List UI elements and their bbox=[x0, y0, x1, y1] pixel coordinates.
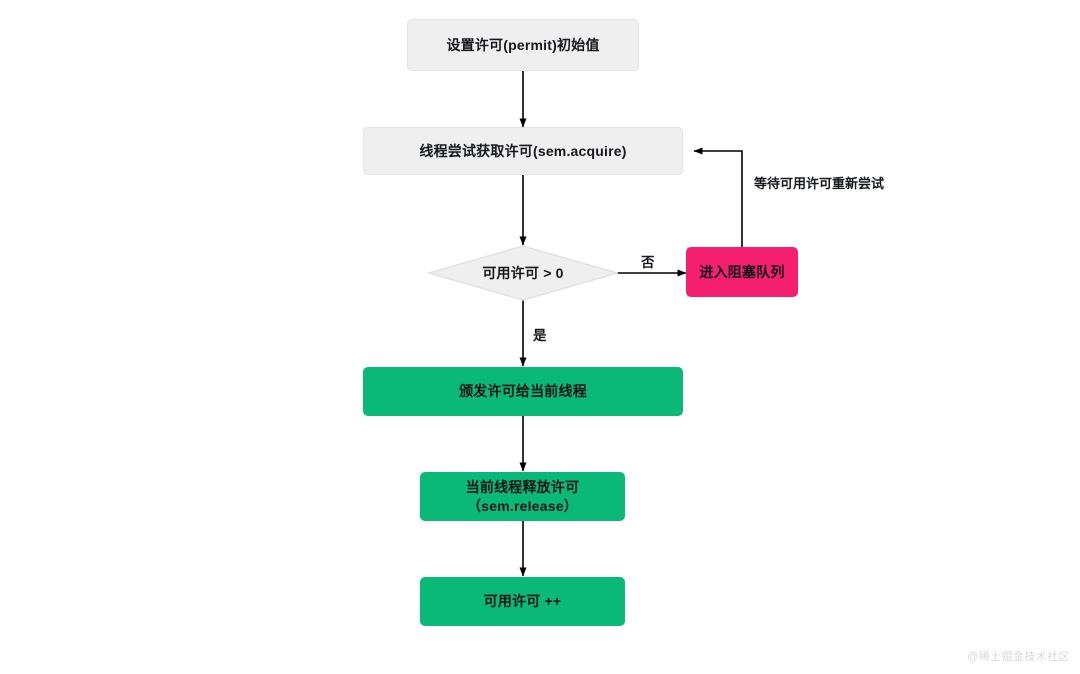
node-enter-blocking-queue[interactable]: 进入阻塞队列 bbox=[686, 247, 798, 297]
watermark: @稀土掘金技术社区 bbox=[967, 651, 1070, 663]
node-label: 颁发许可给当前线程 bbox=[459, 383, 587, 400]
node-label: 当前线程释放许可（sem.release） bbox=[465, 479, 580, 514]
node-label: 可用许可 ++ bbox=[483, 593, 562, 610]
edge-label-yes: 是 bbox=[533, 328, 547, 343]
node-decision-available-permits[interactable]: 可用许可 > 0 bbox=[428, 245, 618, 301]
node-grant-permit[interactable]: 颁发许可给当前线程 bbox=[363, 367, 683, 416]
node-label: 线程尝试获取许可(sem.acquire) bbox=[419, 142, 627, 159]
node-thread-acquire-permit[interactable]: 线程尝试获取许可(sem.acquire) bbox=[363, 127, 683, 175]
edge-block-to-acquire bbox=[693, 147, 743, 247]
node-label: 设置许可(permit)初始值 bbox=[446, 36, 600, 53]
node-set-permit-initial-value[interactable]: 设置许可(permit)初始值 bbox=[407, 19, 639, 71]
diamond-shape bbox=[428, 245, 618, 301]
node-label: 进入阻塞队列 bbox=[699, 263, 785, 280]
node-increment-permits[interactable]: 可用许可 ++ bbox=[420, 577, 625, 626]
edge-label-wait-retry: 等待可用许可重新尝试 bbox=[754, 176, 885, 191]
node-release-permit[interactable]: 当前线程释放许可（sem.release） bbox=[420, 472, 625, 521]
edge-label-no: 否 bbox=[641, 255, 655, 270]
node-label: 可用许可 > 0 bbox=[482, 264, 564, 281]
